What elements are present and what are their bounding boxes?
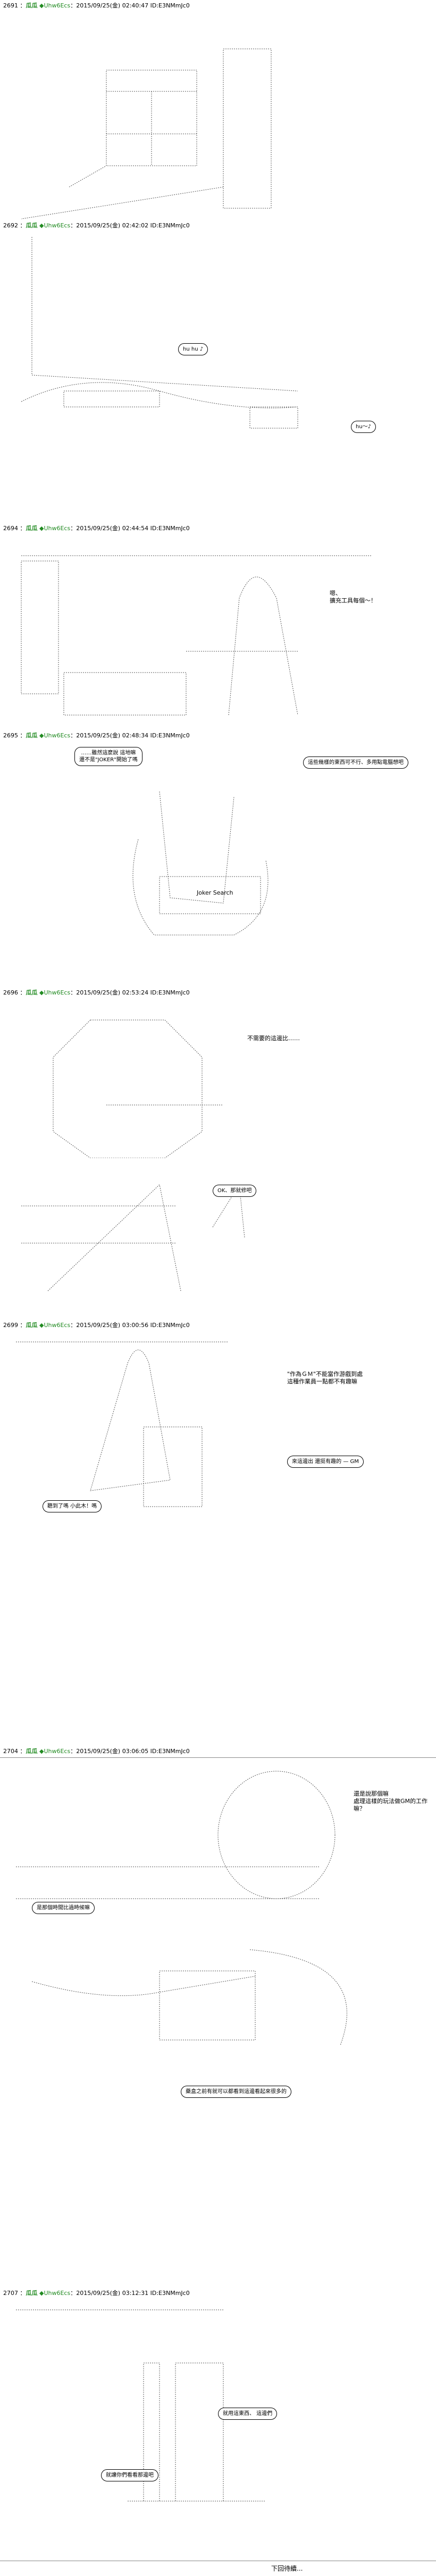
ascii-art-octagon-face	[53, 1019, 223, 1158]
phone-screen-text: Joker Search	[197, 889, 233, 896]
speech-bubble: 來這邊出 還挺有趣的 — GM	[287, 1456, 364, 1468]
speech-bubble: 就讓你們看看那邊吧	[101, 2469, 158, 2481]
to-be-continued: 下回待續...	[271, 2565, 303, 2572]
speech-bubble: hu hu ♪	[178, 343, 208, 355]
speech-bubble: 藥盒之前有就可以都看到這邊看起來很多的	[181, 2086, 291, 2098]
ascii-art-crowd-lines	[21, 1184, 245, 1291]
narration-text: "作為ＧＭ"不能當作游戲到處 這種作業員一點都不有趣嘛	[287, 1371, 363, 1385]
ascii-art-hand-with-phone	[132, 791, 269, 936]
narration-text: 還是說那個嘛 處理這樣的玩法做GM的工作嘛？	[354, 1790, 428, 1812]
speech-bubble: 就用這東西、 這邊們	[218, 2408, 278, 2420]
ascii-art-bald-head	[16, 1771, 336, 1899]
post-header: 2704 ：瓜瓜 ◆Uhw6Ecs：2015/09/25(金) 03:06:05…	[3, 1748, 190, 1755]
post-header: 2707 ：瓜瓜 ◆Uhw6Ecs：2015/09/25(金) 03:12:31…	[3, 2290, 190, 2297]
speech-bubble: 這些幾樣的東西可不行、多用點電腦想吧	[303, 756, 408, 769]
speech-bubble: 聽到了嗎 小此木！嗎	[43, 1500, 102, 1512]
post-header: 2699 ：瓜瓜 ◆Uhw6Ecs：2015/09/25(金) 03:00:56…	[3, 1322, 190, 1329]
ascii-art-desk-and-character	[21, 555, 372, 716]
speech-bubble: 是那個時間比過時候嘛	[32, 1902, 95, 1914]
post-header: 2695 ：瓜瓜 ◆Uhw6Ecs：2015/09/25(金) 02:48:34…	[3, 732, 190, 739]
post-header: 2694 ：瓜瓜 ◆Uhw6Ecs：2015/09/25(金) 02:44:54…	[3, 525, 190, 532]
narration-text: 不需要的這邊比……	[247, 1035, 300, 1042]
narration-text: 嗯、 擴充工具每個～！	[330, 590, 376, 604]
speech-bubble: ……雖然這麼說 這地嘛 還不是"JOKER"開始了嗎	[74, 747, 142, 766]
post-header: 2696 ：瓜瓜 ◆Uhw6Ecs：2015/09/25(金) 02:53:24…	[3, 989, 190, 996]
speech-bubble: hu～♪	[351, 421, 376, 433]
speech-bubble: OK、那就修吧	[213, 1185, 257, 1197]
ascii-art-hand-with-scroll	[31, 1949, 347, 2046]
post-header: 2692 ：瓜瓜 ◆Uhw6Ecs：2015/09/25(金) 02:42:02…	[3, 222, 190, 229]
ascii-art-character-on-floor	[21, 237, 298, 429]
ascii-art-doorway	[16, 2309, 266, 2502]
ascii-art-robed-figure	[16, 1341, 229, 1507]
divider	[0, 1757, 436, 1758]
ascii-art-room-window	[21, 48, 272, 219]
post-header: 2691 ：瓜瓜 ◆Uhw6Ecs：2015/09/25(金) 02:40:47…	[3, 2, 190, 9]
